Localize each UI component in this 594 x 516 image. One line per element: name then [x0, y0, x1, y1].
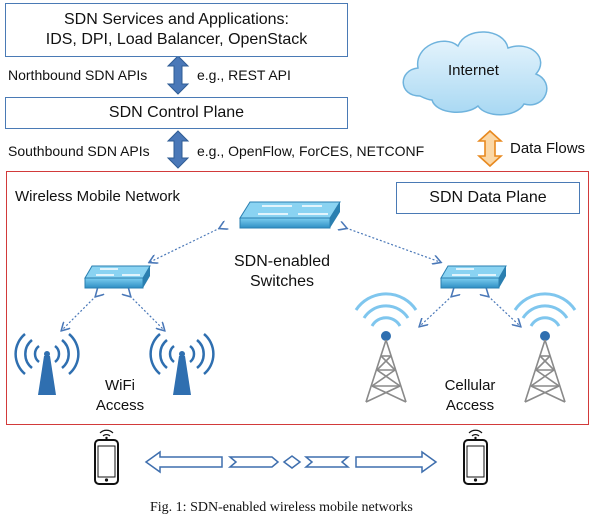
switch-icon-left	[84, 265, 151, 289]
cell-tower-icon-left	[354, 292, 418, 403]
cell-tower-icon-right	[513, 292, 577, 403]
phone-icon-left	[94, 429, 119, 485]
cellular-access-label: Cellular Access	[428, 376, 512, 416]
switch-icon-right	[440, 265, 507, 289]
control-plane-box: SDN Control Plane	[5, 97, 348, 129]
northbound-example: e.g., REST API	[197, 67, 291, 83]
cellular-line1: Cellular	[444, 377, 496, 394]
internet-label: Internet	[448, 62, 499, 79]
cellular-line2: Access	[445, 397, 495, 414]
southbound-arrow	[166, 130, 190, 169]
services-title: SDN Services and Applications:	[64, 11, 289, 28]
switch-icon-central	[239, 201, 341, 229]
wifi-ap-icon-right	[149, 333, 215, 395]
wifi-line2: Access	[95, 397, 145, 414]
southbound-label: Southbound SDN APIs	[8, 143, 150, 159]
control-plane-label: SDN Control Plane	[108, 104, 245, 121]
wireless-network-label: Wireless Mobile Network	[15, 188, 181, 205]
data-plane-box: SDN Data Plane	[396, 182, 580, 214]
figure-caption: Fig. 1: SDN-enabled wireless mobile netw…	[150, 500, 413, 515]
wifi-line1: WiFi	[105, 377, 135, 394]
northbound-arrow	[166, 55, 190, 95]
switches-label: SDN-enabled Switches	[222, 252, 342, 292]
data-flow-arrow	[476, 129, 504, 168]
data-plane-label: SDN Data Plane	[429, 189, 547, 206]
phone-icon-right	[463, 429, 488, 485]
switches-line1: SDN-enabled	[233, 253, 331, 270]
switches-line2: Switches	[249, 273, 315, 290]
wifi-access-label: WiFi Access	[82, 376, 158, 416]
data-flows-label: Data Flows	[510, 140, 586, 157]
northbound-label: Northbound SDN APIs	[8, 67, 148, 83]
mobility-arrow	[144, 450, 438, 474]
wireless-network-frame	[6, 171, 589, 425]
southbound-example: e.g., OpenFlow, ForCES, NETCONF	[197, 143, 425, 159]
services-list: IDS, DPI, Load Balancer, OpenStack	[45, 31, 308, 48]
services-box: SDN Services and Applications: IDS, DPI,…	[5, 3, 348, 57]
internet-cloud	[402, 31, 548, 116]
wifi-ap-icon-left	[14, 333, 80, 395]
network-links	[62, 228, 520, 330]
